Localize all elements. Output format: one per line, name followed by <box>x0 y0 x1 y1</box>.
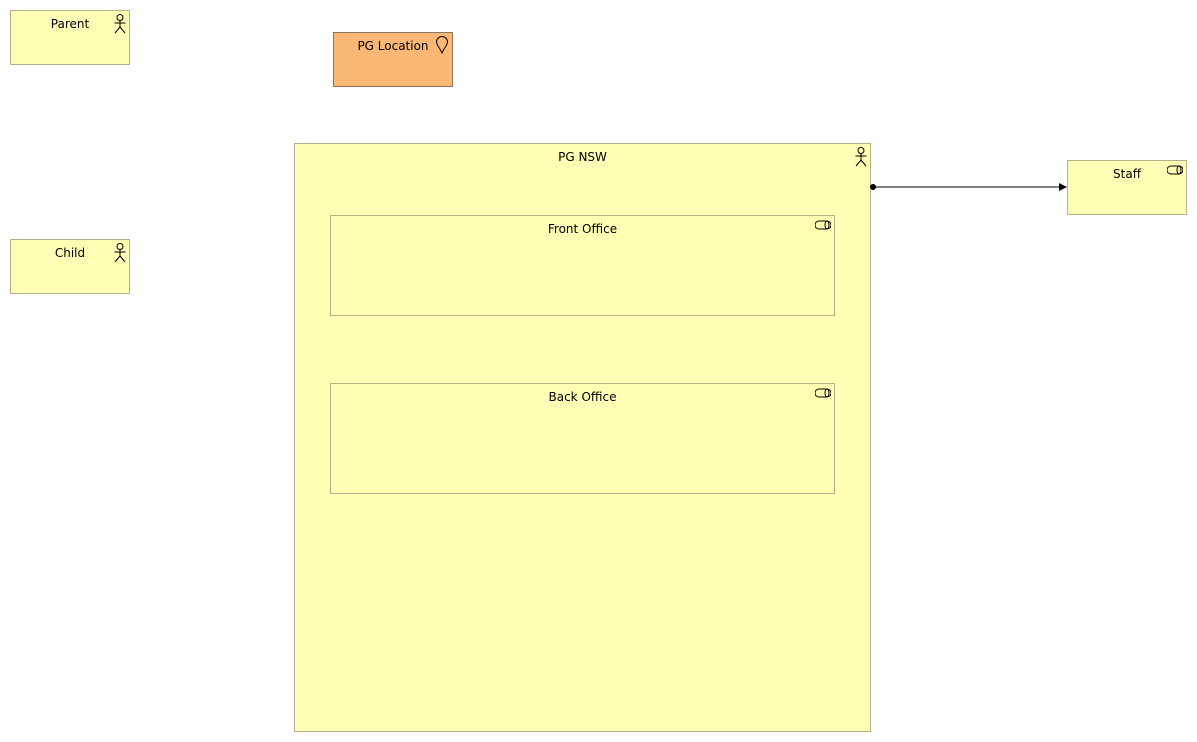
actor-icon <box>114 243 126 266</box>
location-label: PG Location <box>357 39 429 53</box>
actor-icon <box>114 14 126 37</box>
role-back-office[interactable]: Back Office <box>330 383 835 494</box>
actor-icon <box>855 147 867 170</box>
role-staff[interactable]: Staff <box>1067 160 1187 215</box>
actor-parent[interactable]: Parent <box>10 10 130 65</box>
location-pg-location[interactable]: PG Location <box>333 32 453 87</box>
role-icon <box>1166 164 1184 178</box>
role-front-office[interactable]: Front Office <box>330 215 835 316</box>
assignment-arrowhead <box>1059 183 1067 191</box>
location-pin-icon <box>435 36 449 57</box>
actor-child[interactable]: Child <box>10 239 130 294</box>
actor-pg-nsw-label: PG NSW <box>558 150 607 164</box>
role-front-office-label: Front Office <box>547 222 618 236</box>
role-back-office-label: Back Office <box>548 390 617 404</box>
actor-parent-label: Parent <box>50 17 90 31</box>
actor-child-label: Child <box>54 246 86 260</box>
role-icon <box>814 219 832 233</box>
role-staff-label: Staff <box>1113 167 1141 181</box>
role-icon <box>814 387 832 401</box>
